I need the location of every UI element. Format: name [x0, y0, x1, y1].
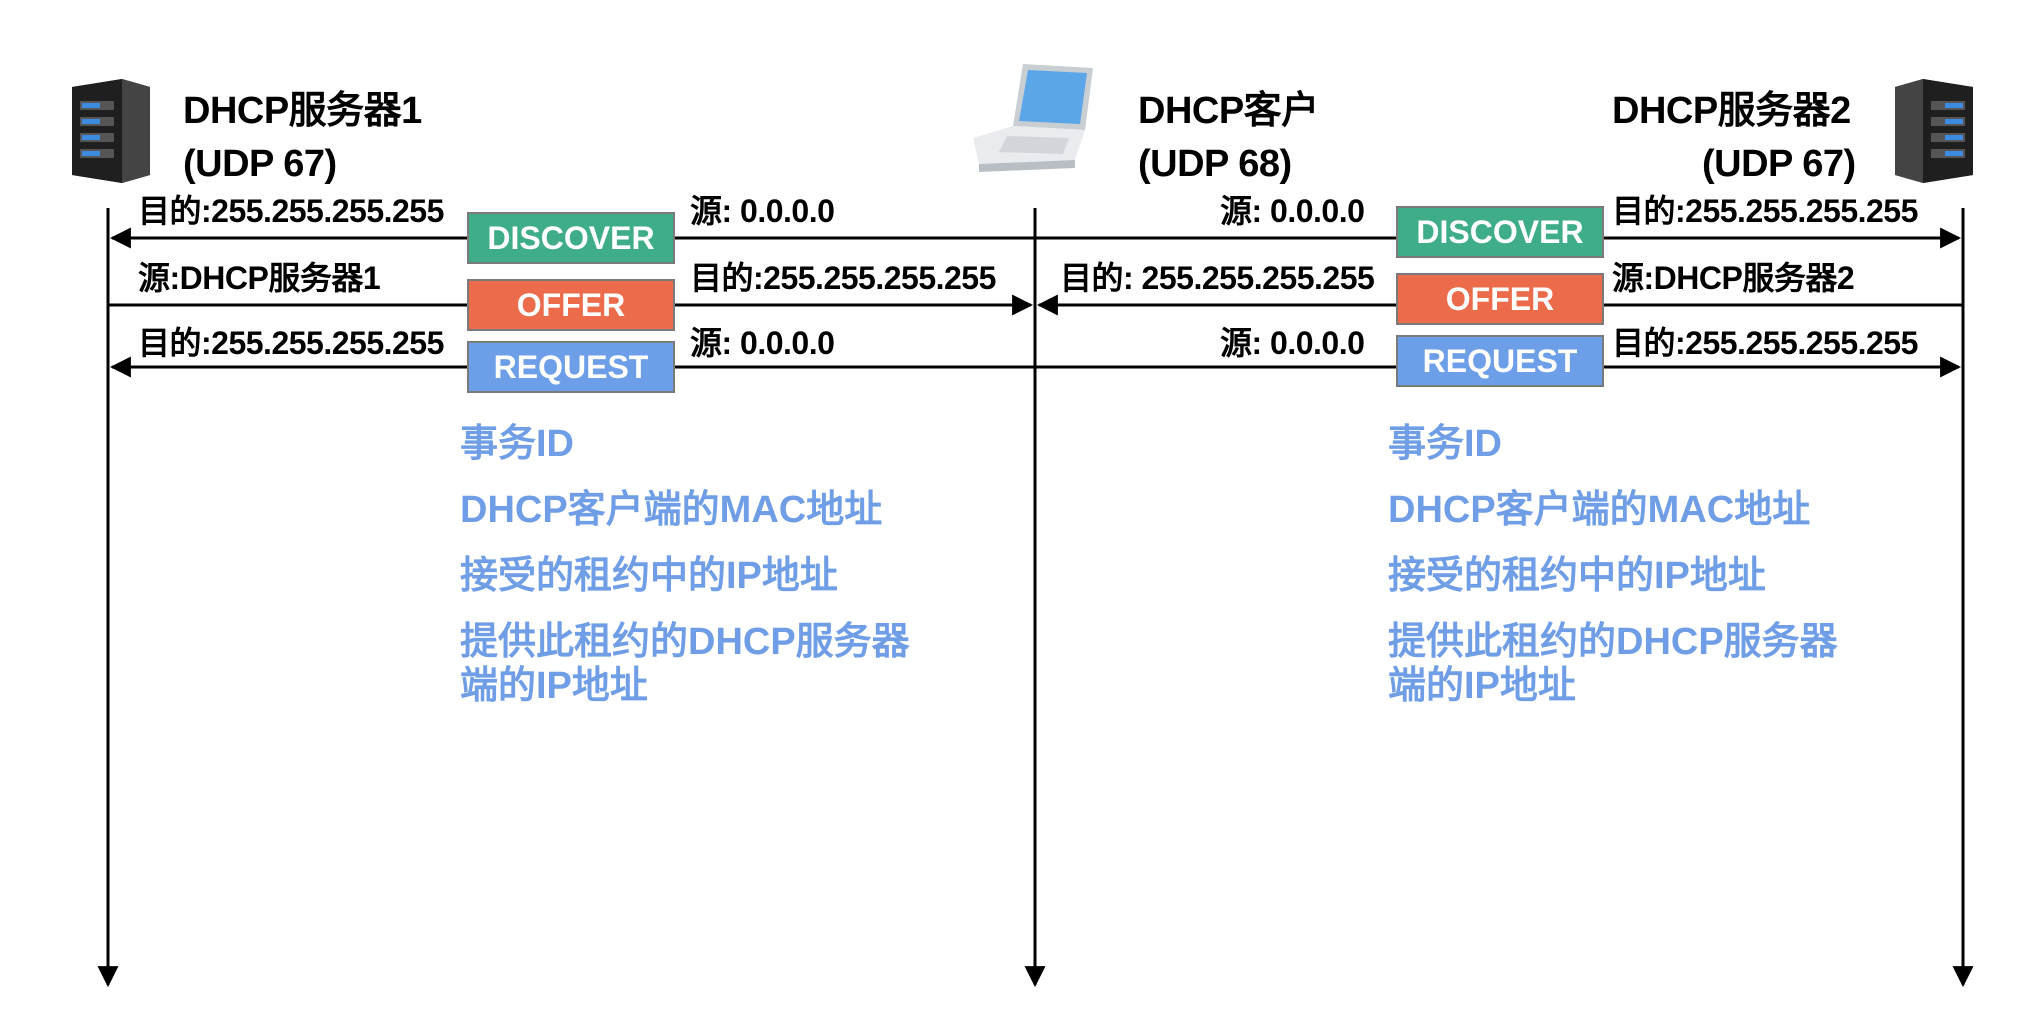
field-server-ip-line1: 提供此租约的DHCP服务器	[1388, 621, 1838, 663]
client-port: (UDP 68)	[1138, 143, 1292, 185]
right-discover-source: 源: 0.0.0.0	[1220, 193, 1365, 229]
left-offer-source: 源:DHCP服务器1	[138, 260, 381, 296]
field-transaction-id: 事务ID	[460, 423, 575, 465]
right-offer-box: OFFER	[1396, 273, 1604, 325]
offer-label: OFFER	[516, 286, 626, 323]
field-accepted-ip: 接受的租约中的IP地址	[1388, 555, 1766, 597]
left-offer-destination: 目的:255.255.255.255	[690, 260, 996, 296]
field-server-ip-line1: 提供此租约的DHCP服务器	[460, 621, 910, 663]
left-discover-destination: 目的:255.255.255.255	[138, 193, 444, 229]
field-transaction-id: 事务ID	[1388, 423, 1503, 465]
server-icon	[72, 79, 150, 183]
field-client-mac: DHCP客户端的MAC地址	[1388, 489, 1811, 531]
right-offer-destination: 目的: 255.255.255.255	[1060, 260, 1375, 296]
left-offer-box: OFFER	[467, 279, 675, 331]
right-discover-destination: 目的:255.255.255.255	[1612, 193, 1918, 229]
right-discover-box: DISCOVER	[1396, 206, 1604, 258]
server1-port: (UDP 67)	[183, 143, 337, 185]
server2-port: (UDP 67)	[1702, 143, 1856, 185]
field-accepted-ip: 接受的租约中的IP地址	[460, 555, 838, 597]
left-request-destination: 目的:255.255.255.255	[138, 325, 444, 361]
server2-name: DHCP服务器2	[1612, 90, 1851, 132]
left-request-box: REQUEST	[467, 341, 675, 393]
server-icon	[1895, 79, 1973, 183]
server1-name: DHCP服务器1	[183, 90, 422, 132]
left-discover-source: 源: 0.0.0.0	[690, 193, 835, 229]
right-offer-source: 源:DHCP服务器2	[1612, 260, 1855, 296]
field-server-ip-line2: 端的IP地址	[460, 665, 648, 707]
discover-label: DISCOVER	[487, 219, 655, 256]
right-request-box: REQUEST	[1396, 335, 1604, 387]
right-request-destination: 目的:255.255.255.255	[1612, 325, 1918, 361]
left-discover-box: DISCOVER	[467, 212, 675, 264]
right-request-source: 源: 0.0.0.0	[1220, 325, 1365, 361]
offer-label: OFFER	[1445, 280, 1555, 317]
request-label: REQUEST	[1422, 342, 1578, 379]
left-request-fields: 事务ID DHCP客户端的MAC地址 接受的租约中的IP地址 提供此租约的DHC…	[460, 422, 910, 708]
field-server-ip-line2: 端的IP地址	[1388, 665, 1576, 707]
field-client-mac: DHCP客户端的MAC地址	[460, 489, 883, 531]
discover-label: DISCOVER	[1416, 213, 1584, 250]
client-name: DHCP客户	[1138, 90, 1319, 132]
laptop-icon	[973, 64, 1093, 172]
right-request-fields: 事务ID DHCP客户端的MAC地址 接受的租约中的IP地址 提供此租约的DHC…	[1388, 422, 1838, 708]
left-request-source: 源: 0.0.0.0	[690, 325, 835, 361]
request-label: REQUEST	[493, 348, 649, 385]
